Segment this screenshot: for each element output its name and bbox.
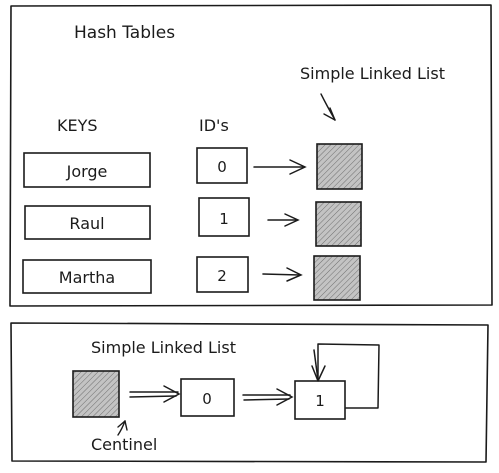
linked-list-panel: Simple Linked List 0 1 — [10, 322, 489, 463]
centinel-label: Centinel — [91, 435, 157, 454]
hash-row: Martha 2 — [22, 255, 361, 301]
hash-tables-panel: Hash Tables Simple Linked List KEYS ID's… — [9, 4, 493, 307]
id-box — [198, 197, 250, 237]
up-arrow-icon — [117, 420, 128, 436]
arrow-icon — [242, 388, 294, 406]
key-box — [22, 259, 152, 294]
hash-tables-frame — [9, 4, 493, 307]
hash-row: Raul 1 — [24, 197, 362, 247]
arrow-icon — [129, 385, 181, 403]
down-arrow-icon — [320, 93, 336, 121]
arrow-icon — [253, 159, 307, 175]
arrow-icon — [262, 267, 303, 282]
key-box — [23, 152, 151, 188]
ids-header: ID's — [199, 116, 229, 135]
id-text: 0 — [217, 158, 227, 176]
arrow-icon — [267, 213, 300, 227]
list-node — [294, 380, 346, 420]
key-text: Raul — [69, 214, 104, 233]
linked-list-title: Simple Linked List — [91, 338, 236, 357]
key-text: Jorge — [66, 162, 108, 181]
hash-row: Jorge 0 — [23, 143, 363, 190]
loop-arrow-icon — [311, 343, 380, 409]
simple-linked-list-label: Simple Linked List — [300, 64, 445, 83]
linked-list-frame — [10, 322, 489, 463]
key-box — [24, 205, 151, 240]
id-text: 1 — [219, 210, 229, 228]
centinel-node — [72, 370, 120, 418]
list-node-value: 1 — [315, 392, 325, 410]
key-text: Martha — [59, 268, 115, 287]
list-node — [180, 378, 235, 417]
keys-header: KEYS — [57, 116, 98, 135]
id-text: 2 — [217, 267, 227, 285]
list-head-node — [315, 201, 362, 247]
list-head-node — [313, 255, 361, 301]
id-box — [196, 256, 249, 293]
hash-tables-title: Hash Tables — [74, 23, 175, 43]
id-box — [196, 147, 248, 184]
list-node-value: 0 — [202, 390, 212, 408]
list-head-node — [316, 143, 363, 190]
